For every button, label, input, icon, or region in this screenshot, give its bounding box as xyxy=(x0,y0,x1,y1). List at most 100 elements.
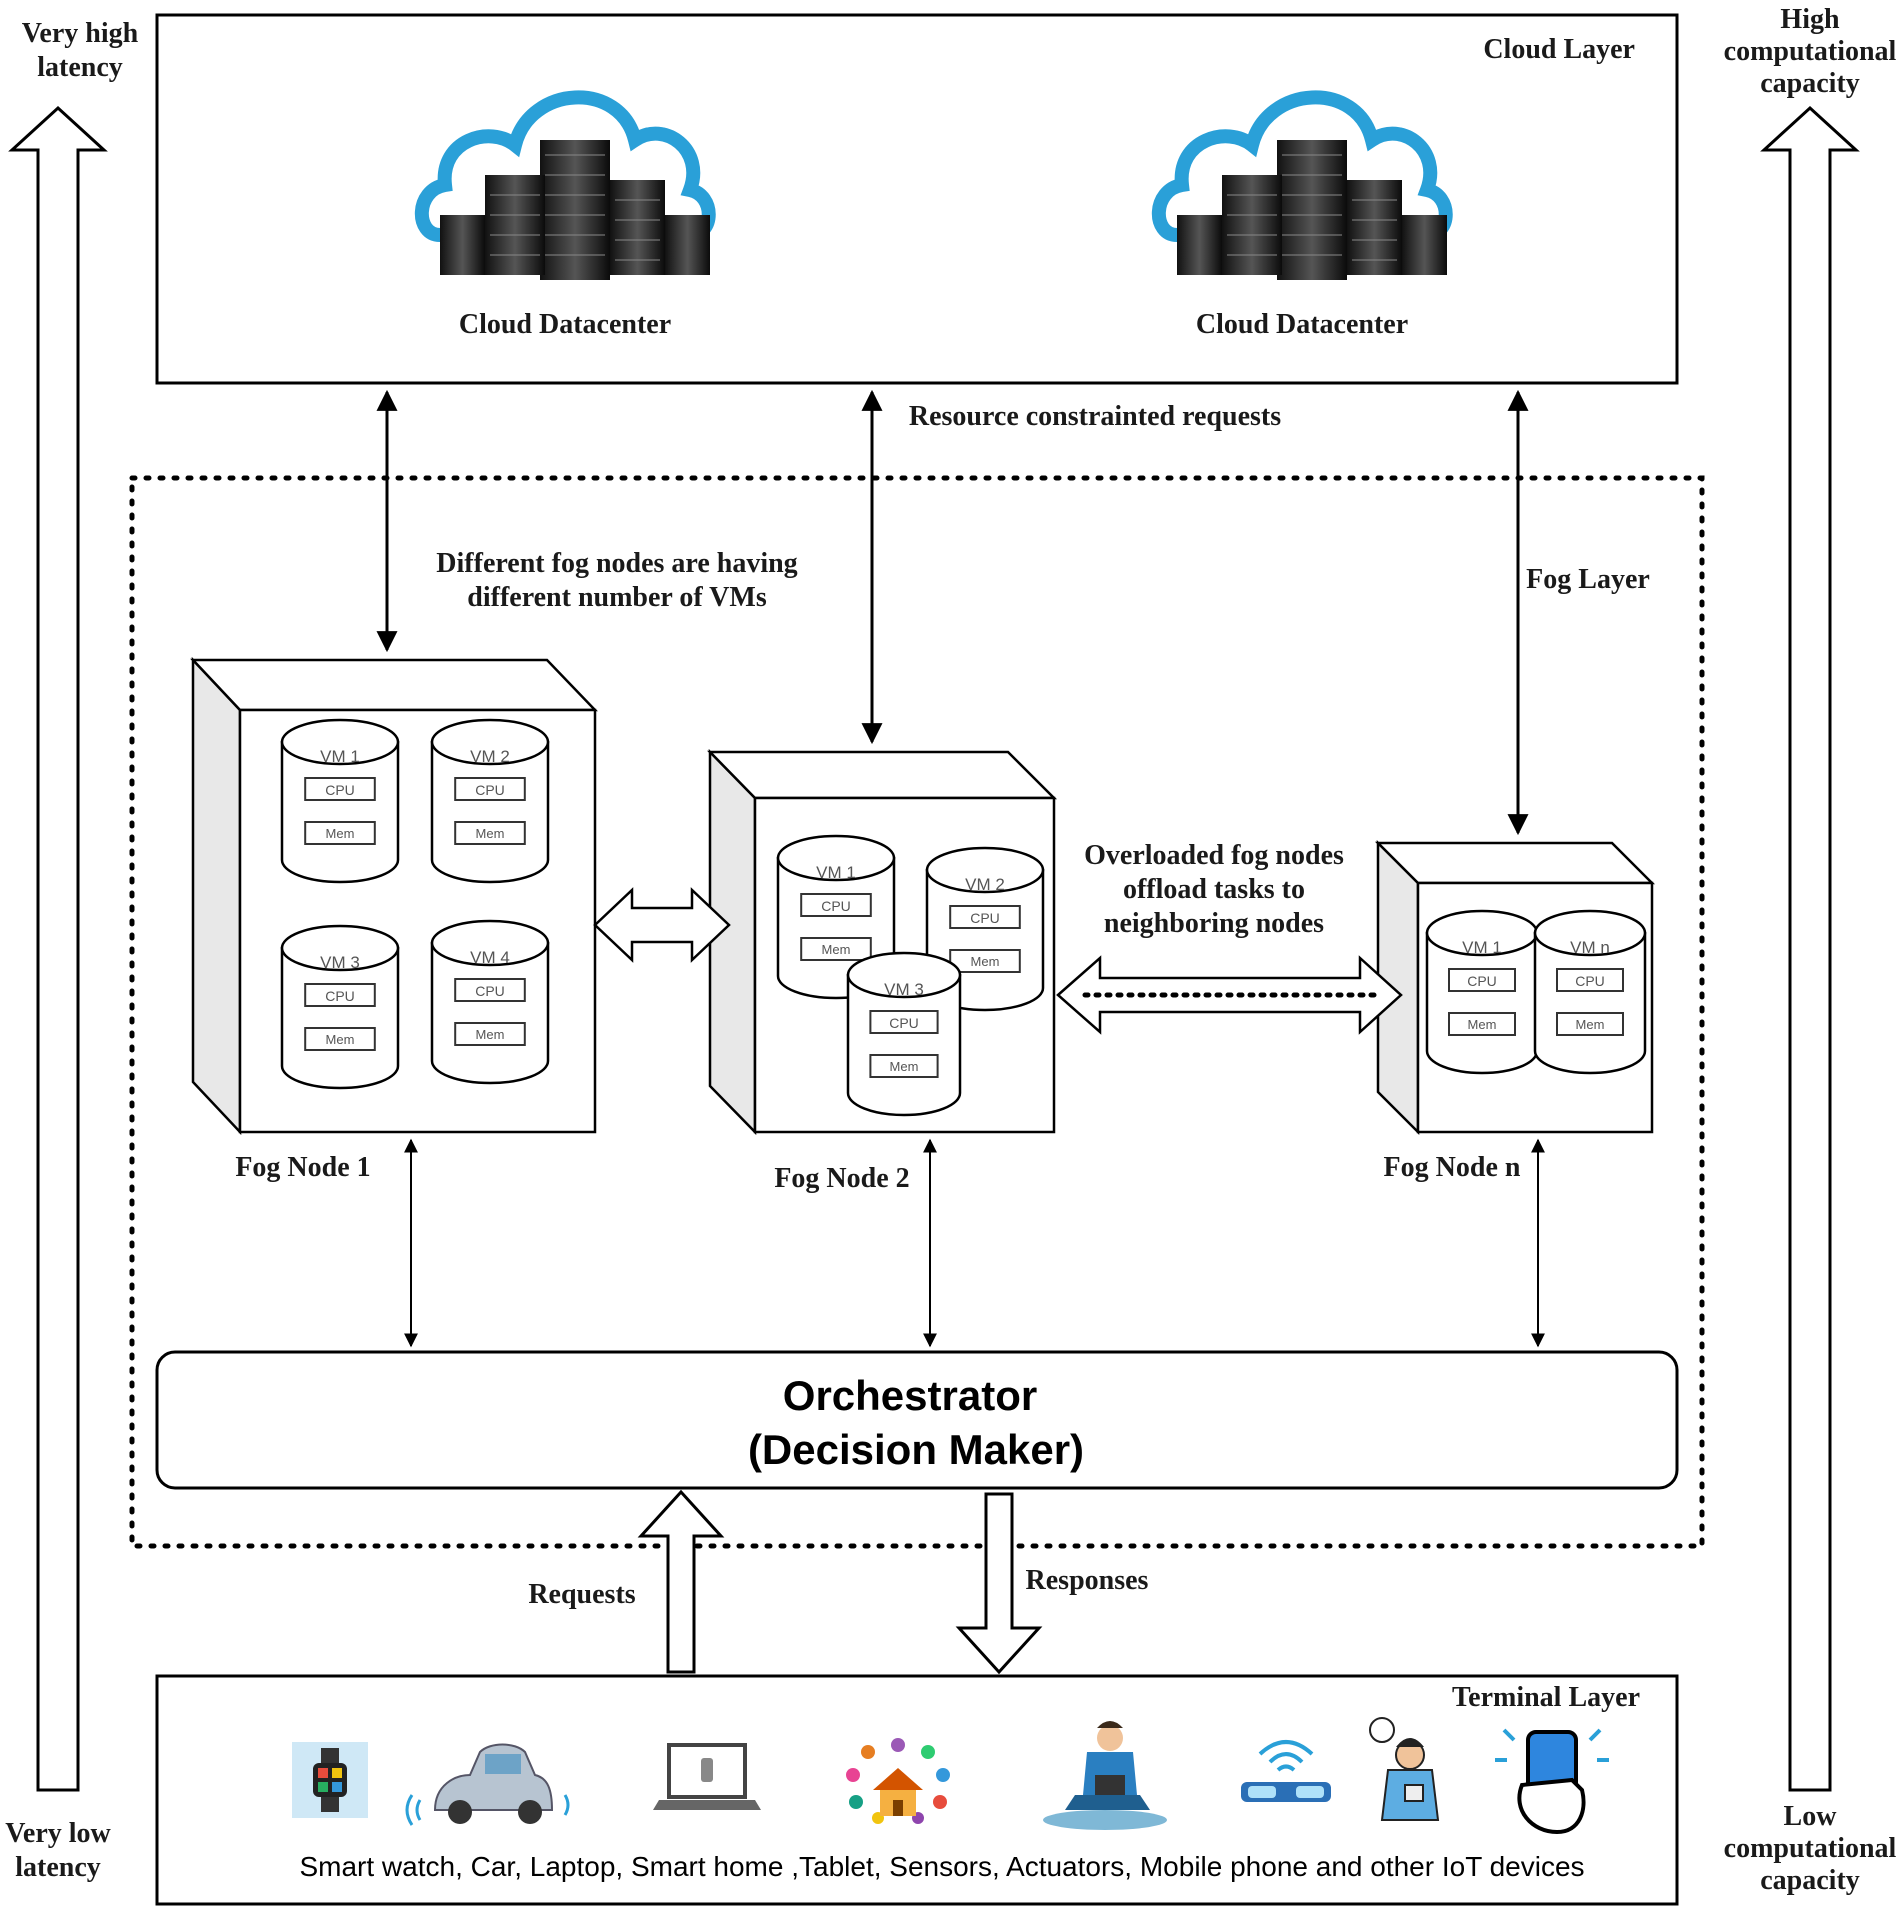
requests-arrow xyxy=(637,1489,725,1674)
fog1-fog2-link xyxy=(593,887,731,963)
fog-vm-note-2: different number of VMs xyxy=(467,582,767,613)
vm-label: VM 2 xyxy=(965,875,1005,894)
low-capacity-label: Low xyxy=(1784,1801,1838,1832)
mem-label: Mem xyxy=(971,954,1000,969)
cpu-label: CPU xyxy=(889,1015,919,1031)
low-capacity-label-2: computational xyxy=(1724,1833,1897,1864)
vm-label: VM 1 xyxy=(816,863,856,882)
vm-label: VM 1 xyxy=(1462,938,1502,957)
cpu-label: CPU xyxy=(1575,973,1605,989)
fog-node-n-label: Fog Node n xyxy=(1384,1152,1521,1183)
vm-cylinder: VM 2 CPU Mem xyxy=(430,718,550,884)
vm-cylinder: VM 1 CPU Mem xyxy=(1425,909,1539,1075)
offload-note-3: neighboring nodes xyxy=(1104,908,1324,939)
latency-arrow xyxy=(8,105,108,1792)
mem-label: Mem xyxy=(326,826,355,841)
offload-note: Overloaded fog nodes xyxy=(1084,840,1344,871)
high-capacity-label-2: computational xyxy=(1724,36,1897,67)
mem-box xyxy=(1448,1012,1516,1036)
very-low-latency-label-2: latency xyxy=(15,1852,101,1883)
cpu-label: CPU xyxy=(1467,973,1497,989)
cpu-box xyxy=(304,983,376,1007)
very-low-latency-label: Very low xyxy=(5,1818,111,1849)
mem-box xyxy=(454,1022,526,1046)
mem-label: Mem xyxy=(822,942,851,957)
responses-arrow xyxy=(955,1492,1043,1675)
sensor-icon xyxy=(1241,1740,1331,1802)
mem-label: Mem xyxy=(1468,1017,1497,1032)
vm-cylinders: VM 1 CPU Mem VM 2 CPU Mem VM 3 CPU Mem VM 4 CPU Mem… xyxy=(280,718,1647,1117)
cpu-label: CPU xyxy=(475,983,505,999)
terminal-layer-label: Terminal Layer xyxy=(1452,1682,1640,1713)
cpu-box xyxy=(869,1010,939,1034)
cpu-label: CPU xyxy=(475,782,505,798)
high-capacity-label-3: capacity xyxy=(1760,68,1860,99)
fog-node-2-label: Fog Node 2 xyxy=(774,1163,909,1194)
vm-cylinder: VM 3 CPU Mem xyxy=(846,951,962,1117)
mem-box xyxy=(454,821,526,845)
orchestrator-box xyxy=(155,1350,1679,1490)
devices-caption: Smart watch, Car, Laptop, Smart home ,Ta… xyxy=(299,1851,1584,1882)
cloud-datacenter-label-1: Cloud Datacenter xyxy=(459,309,671,340)
smart-home-icon xyxy=(846,1738,950,1824)
cpu-box xyxy=(454,978,526,1002)
vm-cylinder: VM 1 CPU Mem xyxy=(280,718,400,884)
vm-cylinder: VM 3 CPU Mem xyxy=(280,924,400,1090)
orchestrator-subtitle: (Decision Maker) xyxy=(748,1426,1084,1473)
mem-label: Mem xyxy=(476,1027,505,1042)
cpu-box xyxy=(454,777,526,801)
cpu-label: CPU xyxy=(821,898,851,914)
fog-node-1-label: Fog Node 1 xyxy=(235,1152,370,1183)
fog-layer-label: Fog Layer xyxy=(1526,564,1650,595)
mobile-phone-icon xyxy=(1495,1728,1609,1835)
orchestrator-title: Orchestrator xyxy=(783,1372,1037,1419)
cpu-box xyxy=(800,893,872,917)
laptop-icon xyxy=(653,1743,761,1810)
responses-label: Responses xyxy=(1026,1565,1149,1596)
cpu-label: CPU xyxy=(325,782,355,798)
cloud-datacenter-icon xyxy=(1151,90,1453,280)
very-high-latency-label-2: latency xyxy=(37,52,123,83)
cpu-box xyxy=(1448,968,1516,992)
vm-label: VM 4 xyxy=(470,948,510,967)
offload-note-2: offload tasks to xyxy=(1123,874,1305,905)
mem-box xyxy=(949,949,1021,973)
resource-requests-label: Resource constrainted requests xyxy=(909,401,1281,432)
mem-label: Mem xyxy=(326,1032,355,1047)
cpu-box xyxy=(304,777,376,801)
cpu-box xyxy=(949,905,1021,929)
tablet-user-icon xyxy=(1043,1721,1167,1830)
cpu-label: CPU xyxy=(970,910,1000,926)
vm-label: VM 3 xyxy=(884,980,924,999)
cloud-layer-box xyxy=(155,13,1679,385)
vm-label: VM 1 xyxy=(320,747,360,766)
mem-box xyxy=(869,1054,939,1078)
low-capacity-label-3: capacity xyxy=(1760,1865,1860,1896)
vm-label: VM 3 xyxy=(320,953,360,972)
very-high-latency-label: Very high xyxy=(22,18,139,49)
fog2-fogn-offload-link xyxy=(1056,955,1403,1035)
mem-box xyxy=(304,1027,376,1051)
cpu-label: CPU xyxy=(325,988,355,1004)
cloud-layer-label: Cloud Layer xyxy=(1483,34,1635,65)
smartwatch-icon xyxy=(292,1742,368,1818)
mem-label: Mem xyxy=(890,1059,919,1074)
fog-vm-note: Different fog nodes are having xyxy=(436,548,797,579)
mem-box xyxy=(1556,1012,1624,1036)
mem-label: Mem xyxy=(1576,1017,1605,1032)
vm-cylinder: VM n CPU Mem xyxy=(1533,909,1647,1075)
fog-layer-boundary xyxy=(129,475,1705,1549)
vm-label: VM n xyxy=(1570,938,1610,957)
high-capacity-label: High xyxy=(1780,4,1840,35)
vm-label: VM 2 xyxy=(470,747,510,766)
vm-cylinder: VM 4 CPU Mem xyxy=(430,919,550,1085)
cloud-datacenter-label-2: Cloud Datacenter xyxy=(1196,309,1408,340)
mem-box xyxy=(800,937,872,961)
car-icon xyxy=(405,1743,570,1826)
cpu-box xyxy=(1556,968,1624,992)
actuator-user-icon xyxy=(1369,1717,1440,1821)
mem-label: Mem xyxy=(476,826,505,841)
cloud-datacenter-icon xyxy=(414,90,716,280)
capacity-arrow xyxy=(1760,105,1860,1792)
